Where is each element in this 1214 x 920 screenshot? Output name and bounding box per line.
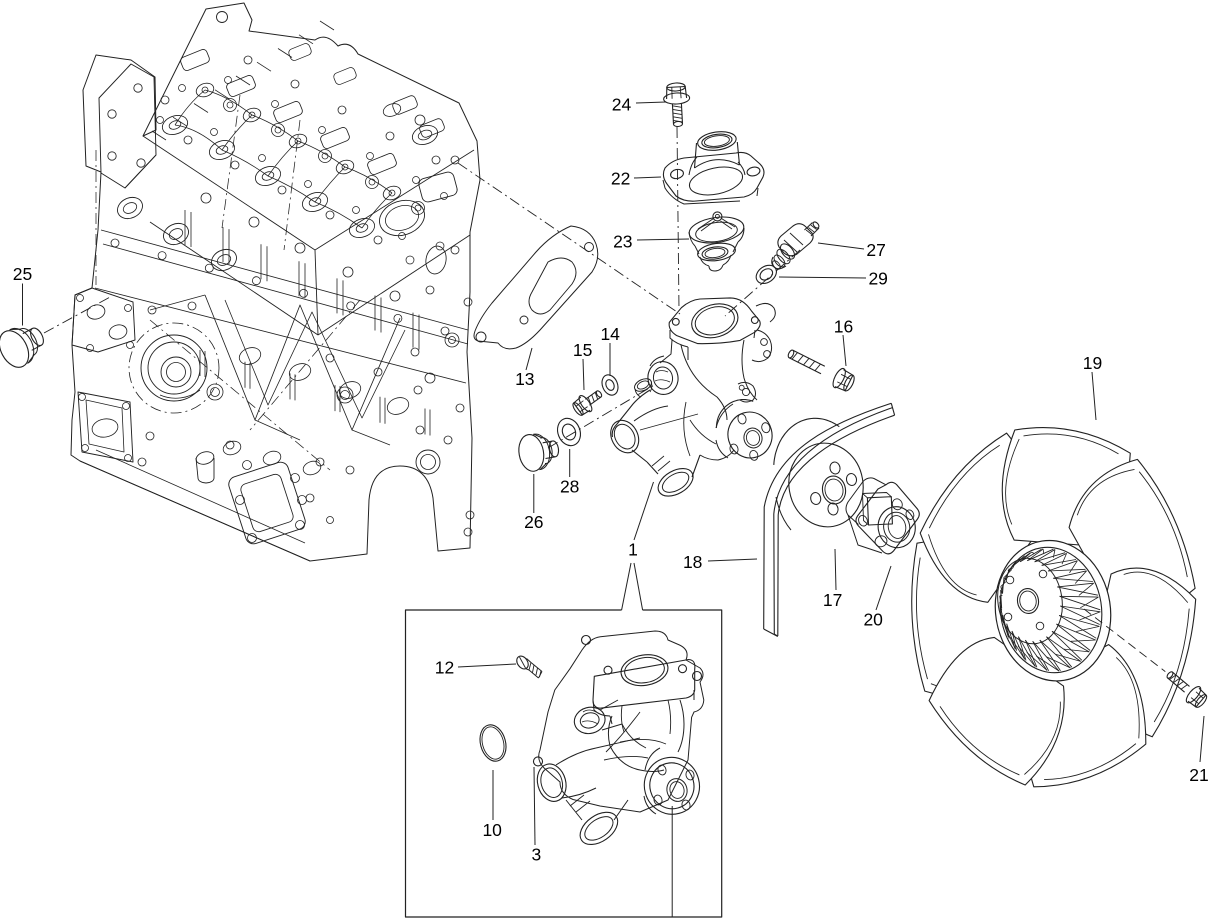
svg-text:28: 28 [560, 476, 579, 496]
svg-text:10: 10 [482, 820, 502, 840]
svg-text:22: 22 [611, 169, 630, 189]
svg-text:14: 14 [600, 324, 620, 344]
svg-text:20: 20 [863, 609, 883, 629]
svg-text:18: 18 [683, 552, 702, 572]
svg-text:16: 16 [834, 316, 853, 336]
svg-text:1: 1 [628, 540, 638, 560]
svg-text:26: 26 [524, 512, 543, 532]
svg-text:29: 29 [868, 268, 887, 288]
svg-text:17: 17 [823, 590, 842, 610]
svg-text:23: 23 [613, 232, 632, 252]
svg-text:13: 13 [515, 369, 534, 389]
svg-text:27: 27 [866, 240, 885, 260]
svg-text:12: 12 [435, 658, 454, 678]
svg-text:15: 15 [573, 340, 592, 360]
svg-text:3: 3 [532, 844, 542, 864]
svg-text:21: 21 [1189, 765, 1208, 785]
svg-text:19: 19 [1083, 353, 1102, 373]
svg-text:25: 25 [13, 264, 32, 284]
svg-text:24: 24 [612, 95, 632, 115]
